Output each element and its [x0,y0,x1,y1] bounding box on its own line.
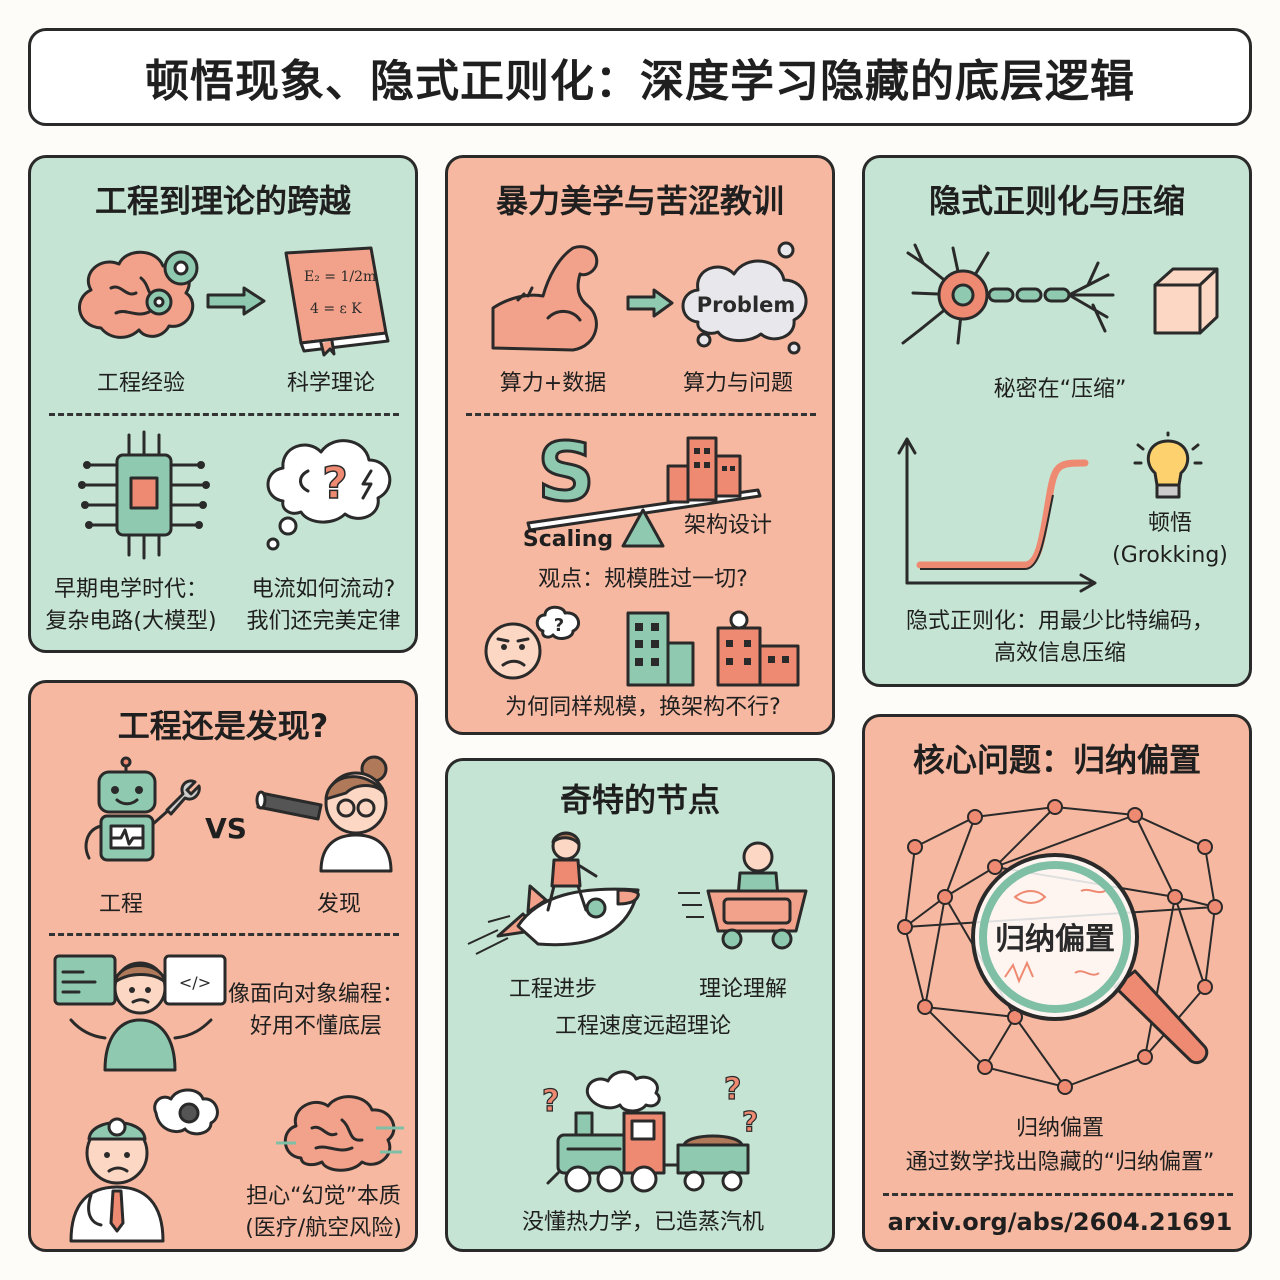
label-theory-understanding: 理论理解 [698,977,787,1002]
label-engineering-speed: 工程速度远超理论 [554,1014,731,1039]
neuron-icon [901,243,1115,345]
divider [466,413,816,416]
panel-engineering-or-discovery: 工程还是发现? VS 工程 发现 </> 像面向对象编程： 好用不懂底层 [28,680,418,1252]
panel-brute-force: 暴力美学与苦涩教训 Problem 算力+数据 算力与问题 S Scaling … [445,155,835,735]
brain-gears-icon [78,250,199,339]
label-scale-view: 观点：规模胜过一切? [538,567,748,592]
panel-engineering-to-theory: 工程到理论的跨越 E₂ = 1/2m 4 = ε K 工程经验 科学理论 [28,155,418,653]
label-engineering: 工程 [98,892,143,917]
worried-face-icon: ? [484,605,581,680]
doctor-worried-icon [69,1088,219,1243]
book-formula-2: 4 = ε K [310,301,362,317]
arrow-right-icon [626,288,674,318]
question-mark: ? [742,1105,758,1138]
label-compute-problem: 算力与问题 [682,371,793,396]
rocket-rider-icon [467,831,640,955]
label-grokking-2: (Grokking) [1112,543,1228,568]
robot-wrench-icon [84,756,201,862]
code-tag: </> [179,973,211,992]
panel-title: 奇特的节点 [559,781,720,819]
panel-inductive-bias: 核心问题：归纳偏置 归纳偏置 归纳偏置 通过数学找出隐藏的“归纳偏置” arxi… [862,714,1252,1252]
circuit-chip-icon [78,430,210,560]
divider [883,1193,1233,1196]
question-mark: ? [724,1072,741,1107]
label-implicit-desc-2: 高效信息压缩 [993,641,1126,666]
scaling-letter: S [537,426,595,519]
label-scaling: Scaling [522,527,614,552]
label-secret-compression: 秘密在“压缩” [993,377,1127,402]
thought-cloud-icon: ? [266,439,392,551]
label-architecture: 架构设计 [683,513,772,538]
svg-text:?: ? [322,458,348,509]
label-worry-1: 担心“幻觉”本质 [246,1184,401,1209]
label-steam-engine: 没懂热力学，已造蒸汽机 [521,1210,764,1235]
programmer-shrug-icon: </> [53,954,227,1072]
problem-cloud-text: Problem [697,293,796,317]
book-formula-1: E₂ = 1/2m [304,269,376,285]
panel-title: 工程还是发现? [117,707,329,745]
label-compute-data: 算力+数据 [499,371,607,396]
compression-cube-icon [1153,267,1219,335]
thought-question-mark: ? [554,615,564,636]
muscle-arm-icon [491,245,599,352]
scaling-seesaw-icon: S [526,425,762,548]
label-inductive-bias: 归纳偏置 [1015,1116,1104,1141]
label-inductive-bias-desc: 通过数学找出隐藏的“归纳偏置” [905,1150,1215,1175]
label-why-architecture: 为何同样规模，换架构不行? [505,695,781,720]
label-current-1: 电流如何流动? [251,577,396,602]
label-implicit-desc-1: 隐式正则化：用最少比特编码， [905,609,1214,634]
lens-text: 归纳偏置 [995,922,1115,957]
hallucination-brain-icon [276,1095,404,1172]
network-magnifier-icon: 归纳偏置 [897,799,1223,1095]
vs-label: VS [205,812,247,845]
scientist-telescope-icon [255,755,393,873]
panel-title: 核心问题：归纳偏置 [912,741,1201,779]
steam-train-icon: ? ? ? [541,1070,759,1193]
label-oop-2: 好用不懂底层 [249,1014,382,1039]
question-mark: ? [542,1084,559,1119]
label-worry-2: (医疗/航空风险) [245,1216,402,1241]
label-early-electric-2: 复杂电路(大模型) [45,609,217,634]
panel-title: 暴力美学与苦涩教训 [495,182,784,220]
book-icon: E₂ = 1/2m 4 = ε K [284,246,390,357]
arxiv-link[interactable]: arxiv.org/abs/2604.21691 [887,1208,1233,1236]
divider [49,413,399,416]
buildings-icon [626,610,800,687]
panel-title: 隐式正则化与压缩 [928,182,1185,220]
label-engineering-experience: 工程经验 [96,371,185,396]
arrow-right-icon [206,286,266,316]
grokking-curve-chart [897,437,1097,593]
label-discovery: 发现 [316,892,361,917]
label-scientific-theory: 科学理论 [286,371,375,396]
label-early-electric-1: 早期电学时代： [53,577,208,602]
lightbulb-icon [1133,431,1203,499]
problem-cloud-icon: Problem [681,241,808,355]
panel-strange-node: 奇特的节点 工程进步 理论理解 工程速度远超理论 ? ? ? [445,758,835,1252]
panel-title: 工程到理论的跨越 [94,182,351,220]
label-oop-1: 像面向对象编程： [227,982,404,1007]
label-engineering-progress: 工程进步 [508,977,597,1002]
cart-person-icon [678,841,808,950]
page-title: 顿悟现象、隐式正则化：深度学习隐藏的底层逻辑 [28,28,1252,126]
divider [49,933,399,936]
label-current-2: 我们还完美定律 [246,609,401,634]
panel-implicit-regularization: 隐式正则化与压缩 秘密在“压缩” 顿悟 (Grokking) 隐式 [862,155,1252,687]
label-grokking-1: 顿悟 [1147,511,1192,536]
